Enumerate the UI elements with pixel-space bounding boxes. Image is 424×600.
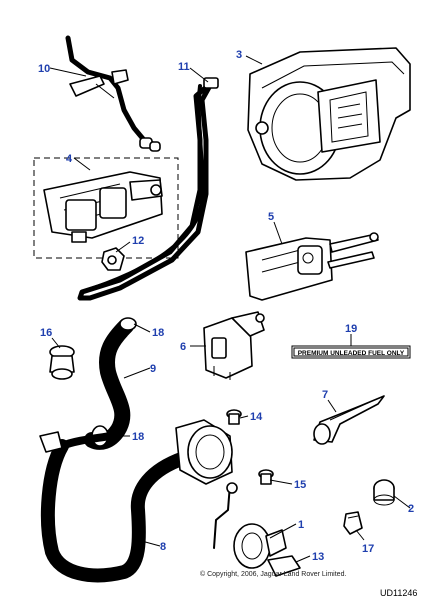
part-7-bracket (313, 395, 385, 445)
part-14-screw (226, 409, 242, 425)
part-4-canister-assembly (33, 157, 179, 259)
callout-6: 6 (180, 341, 186, 353)
callout-2: 2 (408, 503, 414, 515)
callout-4: 4 (66, 153, 73, 165)
fuel-label-decal: PREMIUM UNLEADED FUEL ONLY (291, 345, 411, 359)
callout-3: 3 (236, 49, 242, 61)
part-5-release-actuator (245, 232, 379, 301)
callout-18-bottom: 18 (132, 431, 144, 443)
callouts: 10 11 3 4 5 12 6 19 16 18 9 7 14 18 15 2… (38, 49, 414, 563)
part-8-filler-neck-pipe (39, 431, 191, 583)
part-16-valve (49, 345, 75, 380)
part-3-filler-housing (247, 47, 411, 181)
callout-19: 19 (345, 323, 357, 335)
callout-17: 17 (362, 543, 374, 555)
part-1-fuel-cap (233, 523, 287, 569)
callout-5: 5 (268, 211, 274, 223)
callout-18-top: 18 (152, 327, 164, 339)
callout-9: 9 (150, 363, 156, 375)
callout-8: 8 (160, 541, 166, 553)
diagram-code: UD11246 (380, 588, 417, 598)
part-17-clip (343, 511, 363, 535)
part-12-clip (101, 247, 125, 271)
callout-13: 13 (312, 551, 324, 563)
part-6-solenoid-valve (203, 311, 265, 380)
leader-lines (49, 55, 411, 563)
fuel-label-text: PREMIUM UNLEADED FUEL ONLY (298, 350, 405, 357)
callout-14: 14 (250, 411, 263, 423)
callout-12: 12 (132, 235, 144, 247)
part-15-screw (258, 469, 274, 485)
part-9-filler-hose (84, 317, 137, 450)
part-10-vent-pipe (65, 35, 161, 152)
callout-15: 15 (294, 479, 306, 491)
callout-1: 1 (298, 519, 304, 531)
copyright-text: © Copyright, 2006, Jaguar Land Rover Lim… (200, 570, 346, 578)
filler-neck-flange (175, 419, 238, 549)
callout-10: 10 (38, 63, 50, 75)
callout-11: 11 (178, 61, 190, 73)
part-11-vent-hose (77, 77, 219, 301)
part-13-tether (267, 555, 301, 577)
part-2-grommet (373, 479, 395, 506)
callout-16: 16 (40, 327, 52, 339)
callout-7: 7 (322, 389, 328, 401)
